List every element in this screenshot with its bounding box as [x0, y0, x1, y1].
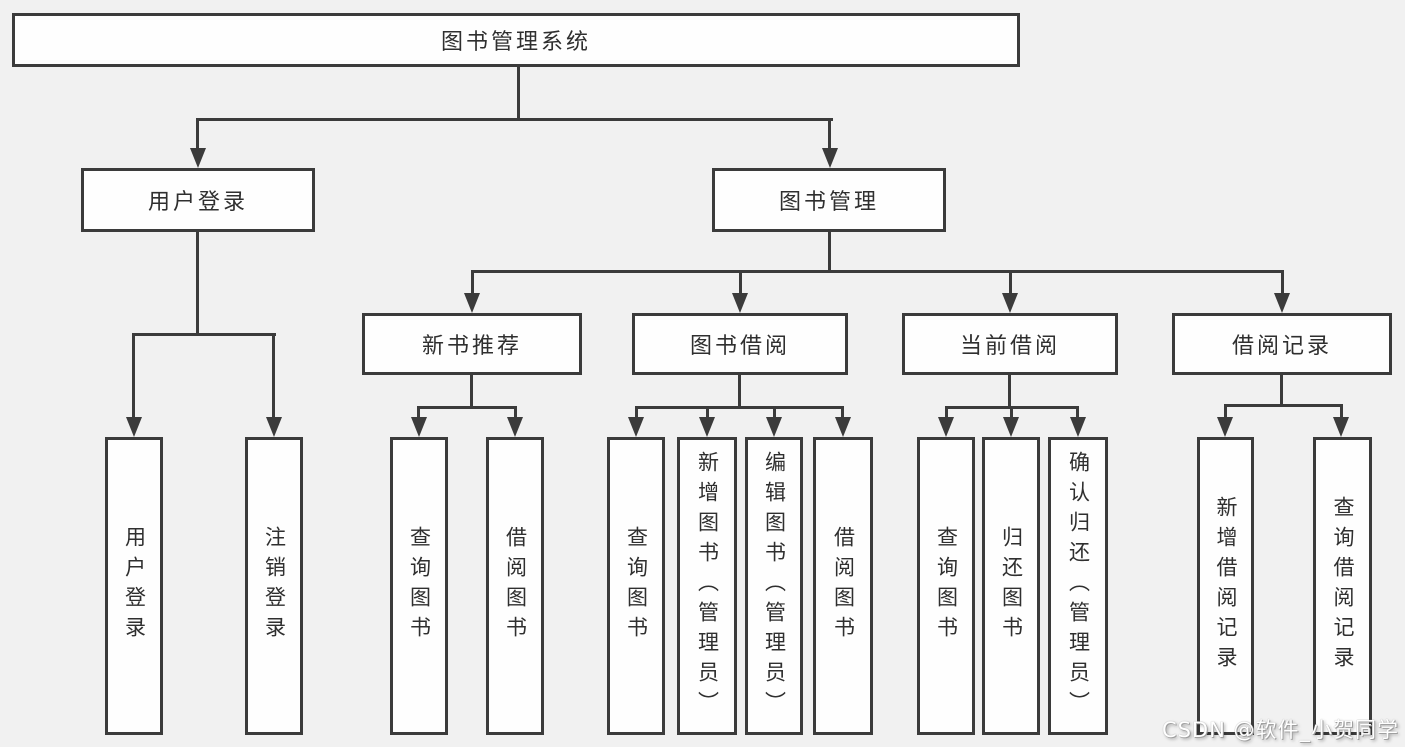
leaf-br-add-record: 新增借阅记录 [1197, 437, 1254, 735]
node-book-management: 图书管理 [712, 168, 946, 232]
connector-userlogin-drop-left [132, 333, 135, 419]
leaf-cb-confirm-return-admin-label: 确认归还（管理员） [1066, 451, 1091, 721]
connector-cb-stem [1008, 375, 1011, 409]
connector-bookmgmt-drop-4 [1281, 270, 1284, 295]
node-user-login: 用户登录 [81, 168, 315, 232]
leaf-nbr-borrow-books: 借阅图书 [486, 437, 544, 735]
leaf-bb-query-books-label: 查询图书 [624, 526, 649, 646]
leaf-br-query-record-label: 查询借阅记录 [1331, 496, 1355, 676]
connector-bb-drop-4 [841, 406, 844, 420]
connector-root-drop-left [196, 118, 199, 150]
arrow-down-icon [1002, 293, 1018, 313]
connector-root-stem [517, 67, 520, 120]
connector-bb-drop-1 [635, 406, 638, 420]
leaf-user-login-label: 用户登录 [122, 526, 147, 646]
arrow-down-icon [628, 417, 644, 437]
leaf-nbr-borrow-books-label: 借阅图书 [503, 526, 528, 646]
leaf-bb-edit-books-admin-label: 编辑图书（管理员） [762, 451, 787, 721]
leaf-nbr-query-books-label: 查询图书 [407, 526, 432, 646]
leaf-br-query-record: 查询借阅记录 [1313, 437, 1372, 735]
connector-bb-stem [738, 375, 741, 409]
arrow-down-icon [1274, 293, 1290, 313]
node-current-borrow-label: 当前借阅 [959, 334, 1060, 359]
leaf-nbr-query-books: 查询图书 [390, 437, 448, 735]
arrow-down-icon [126, 417, 142, 437]
connector-bb-drop-3 [773, 406, 776, 420]
leaf-logout: 注销登录 [245, 437, 303, 735]
connector-nbr-drop-2 [514, 406, 517, 420]
connector-cb-drop-3 [1076, 406, 1079, 420]
node-borrow-records-label: 借阅记录 [1231, 334, 1332, 359]
leaf-cb-return-books-label: 归还图书 [999, 526, 1024, 646]
arrow-down-icon [1333, 417, 1349, 437]
leaf-user-login: 用户登录 [105, 437, 163, 735]
arrow-down-icon [835, 417, 851, 437]
connector-bb-drop-2 [706, 406, 709, 420]
leaf-bb-query-books: 查询图书 [607, 437, 665, 735]
node-root-label: 图书管理系统 [440, 30, 591, 55]
arrow-down-icon [1070, 417, 1086, 437]
arrow-down-icon [699, 417, 715, 437]
node-current-borrow: 当前借阅 [902, 313, 1118, 375]
arrow-down-icon [190, 148, 206, 168]
connector-bb-horizontal [635, 406, 844, 409]
leaf-cb-query-books-label: 查询图书 [934, 526, 959, 646]
arrow-down-icon [464, 293, 480, 313]
node-book-borrow-label: 图书借阅 [689, 334, 790, 359]
csdn-watermark: CSDN @软件_小贺同学 [1161, 718, 1399, 742]
node-book-management-label: 图书管理 [778, 190, 879, 215]
connector-cb-drop-1 [945, 406, 948, 420]
node-new-book-recommend-label: 新书推荐 [421, 334, 522, 359]
arrow-down-icon [732, 293, 748, 313]
leaf-br-add-record-label: 新增借阅记录 [1214, 496, 1238, 676]
connector-br-drop-1 [1224, 404, 1227, 420]
node-book-borrow: 图书借阅 [632, 313, 848, 375]
node-borrow-records: 借阅记录 [1172, 313, 1392, 375]
connector-bookmgmt-drop-2 [739, 270, 742, 295]
leaf-bb-borrow-books-label: 借阅图书 [831, 526, 856, 646]
connector-nbr-stem [470, 375, 473, 409]
arrow-down-icon [1003, 417, 1019, 437]
node-root: 图书管理系统 [12, 13, 1020, 67]
connector-bookmgmt-stem [828, 232, 831, 273]
arrow-down-icon [411, 417, 427, 437]
connector-br-stem [1280, 375, 1283, 406]
connector-bookmgmt-drop-3 [1009, 270, 1012, 295]
leaf-cb-query-books: 查询图书 [917, 437, 975, 735]
connector-root-horizontal [196, 118, 833, 121]
leaf-bb-add-books-admin: 新增图书（管理员） [677, 437, 737, 735]
connector-bookmgmt-horizontal [471, 270, 1284, 273]
arrow-down-icon [1217, 417, 1233, 437]
node-user-login-label: 用户登录 [147, 190, 248, 215]
leaf-bb-borrow-books: 借阅图书 [813, 437, 873, 735]
connector-br-horizontal [1224, 404, 1343, 407]
arrow-down-icon [938, 417, 954, 437]
connector-nbr-drop-1 [417, 406, 420, 420]
node-new-book-recommend: 新书推荐 [362, 313, 582, 375]
connector-nbr-horizontal [417, 406, 517, 409]
arrow-down-icon [507, 417, 523, 437]
arrow-down-icon [766, 417, 782, 437]
connector-userlogin-stem [196, 232, 199, 336]
leaf-cb-return-books: 归还图书 [982, 437, 1040, 735]
connector-root-drop-right [828, 118, 831, 150]
connector-userlogin-horizontal [132, 333, 276, 336]
leaf-logout-label: 注销登录 [262, 526, 287, 646]
connector-bookmgmt-drop-1 [471, 270, 474, 295]
connector-br-drop-2 [1340, 404, 1343, 420]
leaf-cb-confirm-return-admin: 确认归还（管理员） [1048, 437, 1108, 735]
leaf-bb-add-books-admin-label: 新增图书（管理员） [695, 451, 720, 721]
connector-userlogin-drop-right [272, 333, 275, 419]
arrow-down-icon [822, 148, 838, 168]
arrow-down-icon [266, 417, 282, 437]
leaf-bb-edit-books-admin: 编辑图书（管理员） [745, 437, 803, 735]
connector-cb-drop-2 [1010, 406, 1013, 420]
